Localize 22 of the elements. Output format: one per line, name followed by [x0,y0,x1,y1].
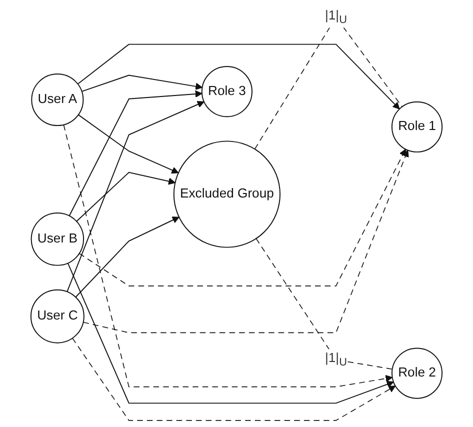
node-circle: Role 3 [201,66,252,118]
arrow [77,44,400,110]
arrow [63,124,393,388]
arrow [75,216,180,298]
arrow [76,172,176,222]
arrow [66,101,204,292]
connector [256,238,393,370]
arrow [82,150,409,334]
node-circle: User B [30,212,84,266]
arrow [78,148,406,286]
node-circle: Role 1 [391,101,443,152]
node-circle: Role 2 [391,348,443,399]
arrow [78,114,179,174]
node-circle: User C [30,289,84,344]
edge-label: |1|$_{U}$ [325,9,347,26]
arrow [72,338,396,421]
node-circle: User A [31,74,84,126]
arrow [67,262,394,404]
edge-label: |1|$_{U}$ [325,352,347,368]
node-circle: Excluded Group [173,140,280,248]
arrow [68,90,202,216]
arrow [81,74,203,92]
